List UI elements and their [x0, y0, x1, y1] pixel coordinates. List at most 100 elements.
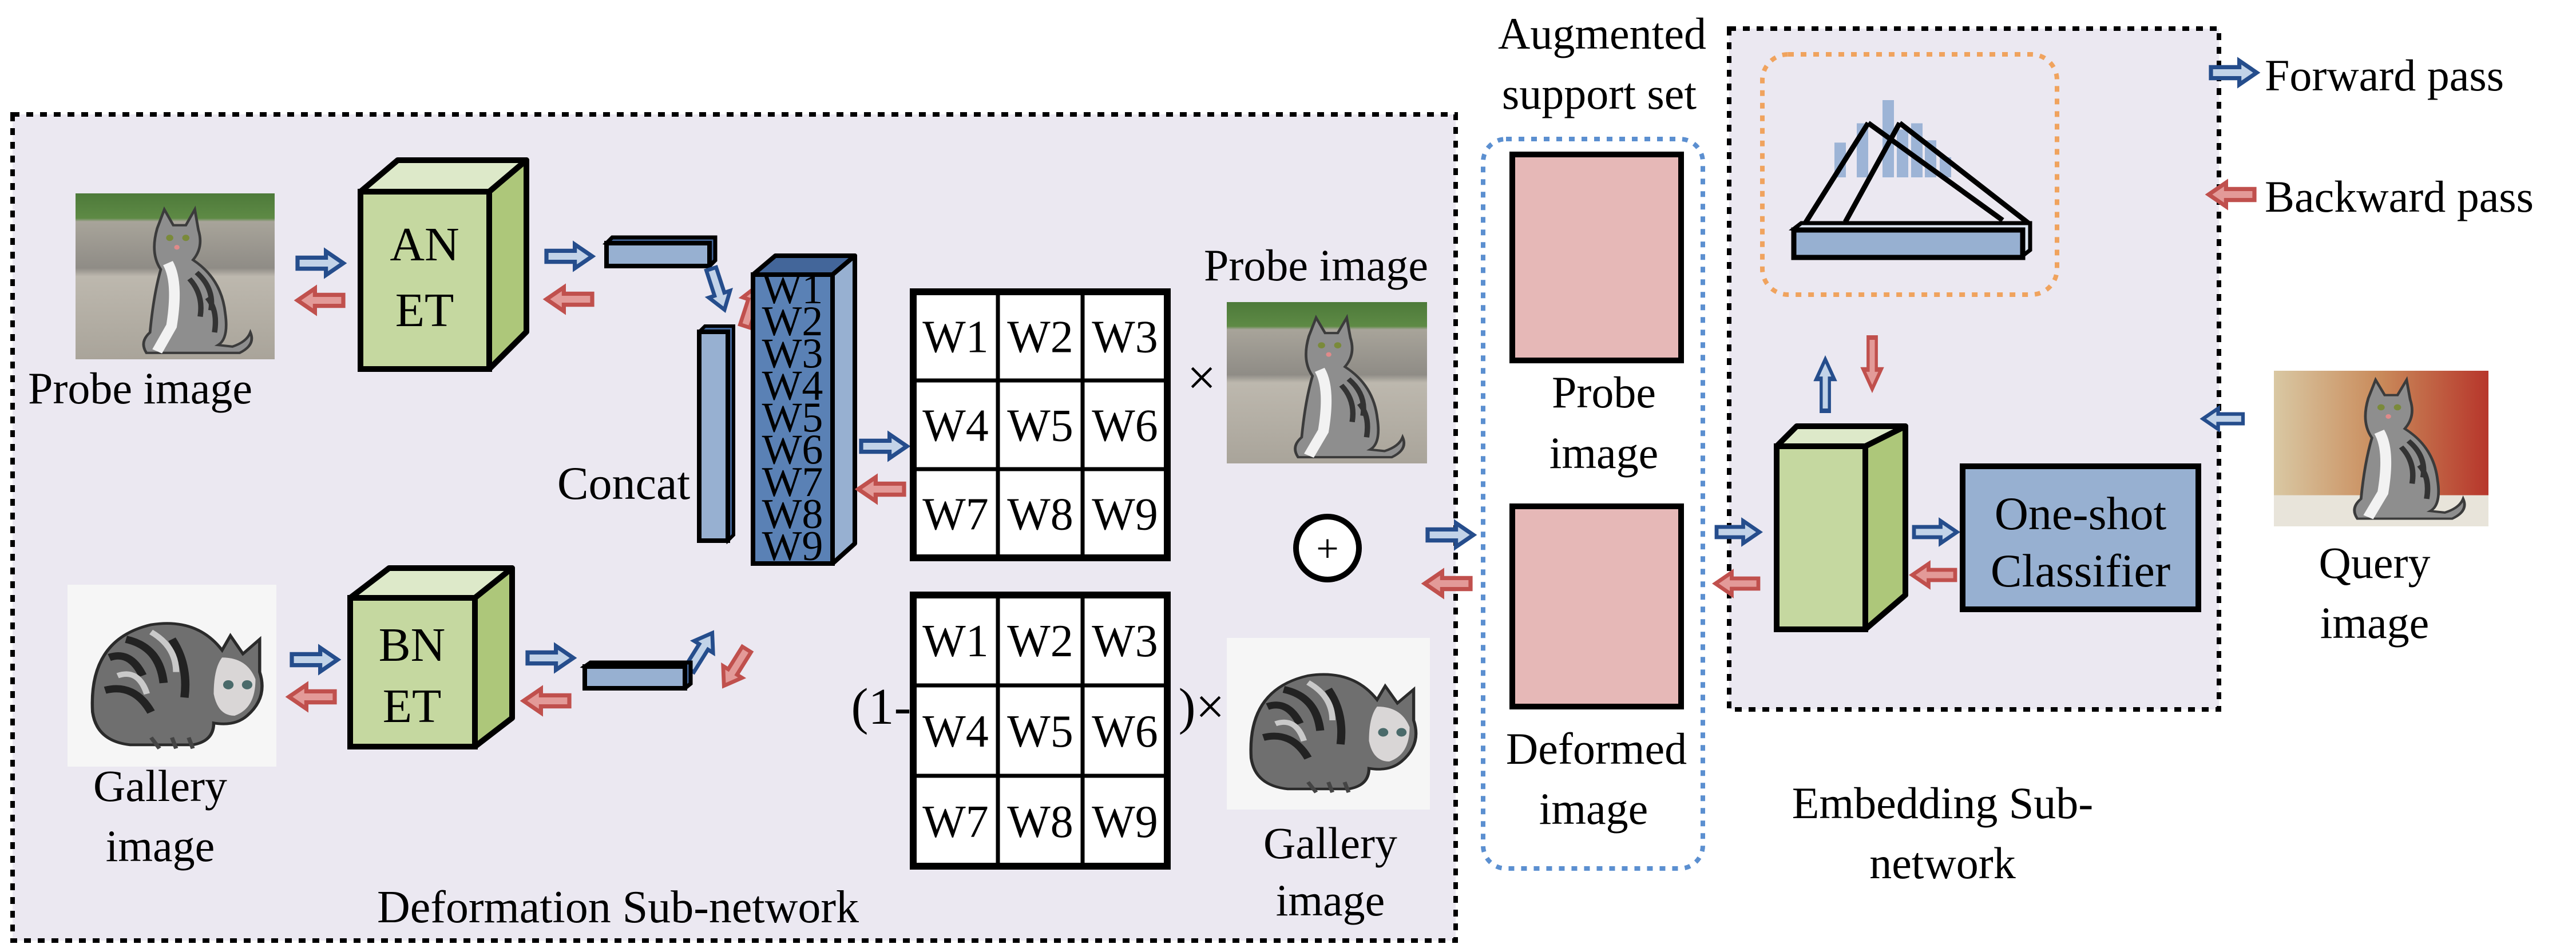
- weight-grid-cell: W3: [1080, 289, 1170, 383]
- svg-text:W5: W5: [1007, 707, 1073, 757]
- anet-cube: AN ET: [358, 157, 529, 372]
- svg-text:W9: W9: [1092, 490, 1158, 540]
- support-deformed-image-block: [1509, 503, 1684, 709]
- weight-column-label: W7: [762, 459, 823, 506]
- support-probe-image-block: [1509, 152, 1684, 363]
- weight-grid-cell: W6: [1080, 683, 1170, 778]
- svg-text:W7: W7: [922, 490, 989, 540]
- weight-grid-cell: W9: [1080, 467, 1170, 560]
- sum-operator: +: [1293, 514, 1362, 582]
- weight-grid-cell: W6: [1080, 378, 1170, 471]
- weight-grid-cell: W8: [996, 774, 1085, 868]
- svg-text:W3: W3: [1092, 312, 1158, 363]
- support-probe-label-line2: image: [1549, 428, 1659, 478]
- svg-text:W5: W5: [1007, 401, 1073, 451]
- weight-column-label: W8: [762, 491, 823, 538]
- weight-grid-cell: W4: [911, 683, 1000, 778]
- svg-text:W1: W1: [922, 616, 989, 667]
- gallery-image-right-label-line2: image: [1276, 875, 1385, 925]
- weight-grid-cell: W2: [996, 593, 1085, 688]
- query-image-label-line2: image: [2320, 598, 2430, 648]
- probe-image-left: [76, 193, 275, 359]
- concat-label: Concat: [557, 457, 690, 509]
- backward-arrow-icon: [721, 644, 754, 689]
- gallery-feature-vector: [580, 660, 693, 691]
- svg-text:W4: W4: [922, 707, 989, 757]
- svg-text:W6: W6: [1092, 707, 1158, 757]
- gallery-image-right: [1227, 638, 1430, 810]
- weight-grid-cell: W9: [1080, 774, 1170, 868]
- concat-vector: [697, 324, 735, 545]
- one-minus-label: (1-: [851, 679, 911, 735]
- classifier-label-line2: Classifier: [1991, 545, 2170, 597]
- attention-module-box: [1760, 52, 2059, 297]
- embedding-feature-vector: [1789, 221, 2032, 260]
- support-deformed-label-line1: Deformed: [1506, 724, 1687, 774]
- weight-column-label: W3: [762, 330, 823, 377]
- classifier-label-line1: One-shot: [1995, 487, 2167, 540]
- svg-text:W6: W6: [1092, 401, 1158, 451]
- anet-label-line2: ET: [395, 284, 454, 337]
- embedding-cnn-cube: [1774, 423, 1908, 632]
- weight-grid-cell: W3: [1080, 593, 1170, 688]
- weight-grid-cell: W2: [996, 289, 1085, 383]
- query-image-label-line1: Query: [2319, 538, 2431, 588]
- multiply-symbol: ×: [1187, 350, 1216, 406]
- backward-arrow-icon: [1860, 335, 1884, 394]
- bnet-label-line2: ET: [383, 680, 442, 733]
- svg-text:W2: W2: [1007, 312, 1073, 363]
- svg-text:W2: W2: [1007, 616, 1073, 667]
- support-set-title-line2: support set: [1502, 69, 1697, 118]
- legend: Forward pass Backward pass: [2209, 50, 2534, 221]
- bnet-cube: BN ET: [347, 565, 515, 749]
- plus-icon: +: [1316, 527, 1338, 571]
- svg-text:W8: W8: [1007, 490, 1073, 540]
- svg-text:W8: W8: [1007, 797, 1073, 847]
- weight-grid-cell: W5: [996, 683, 1085, 778]
- legend-backward-label: Backward pass: [2265, 172, 2534, 221]
- bnet-label-line1: BN: [379, 618, 446, 672]
- gallery-image-right-label-line1: Gallery: [1263, 818, 1397, 868]
- query-input-arrow-icon: [2199, 404, 2245, 433]
- weight-column-label: W4: [762, 362, 823, 409]
- weight-column-label: W9: [762, 523, 823, 570]
- weight-grid-border: [910, 592, 1171, 870]
- gallery-image-left-label-line1: Gallery: [93, 761, 227, 811]
- pooling-lines: [1803, 121, 2030, 225]
- weight-column-label: W2: [762, 298, 823, 345]
- weight-grid-cell: W7: [911, 467, 1000, 560]
- histogram-bar: [1897, 129, 1908, 177]
- weight-grid-border: [910, 288, 1171, 561]
- support-set-title-line1: Augmented: [1498, 9, 1706, 58]
- gallery-image-left: [68, 585, 276, 767]
- weight-grid-cell: W1: [911, 289, 1000, 383]
- svg-text:W3: W3: [1092, 616, 1158, 667]
- probe-image-left-label: Probe image: [28, 363, 252, 413]
- probe-image-right: [1227, 302, 1427, 463]
- gallery-image-left-label-line2: image: [106, 821, 215, 871]
- svg-text:W1: W1: [922, 312, 989, 363]
- deformation-subnetwork-title: Deformation Sub-network: [377, 882, 859, 933]
- support-deformed-label-line2: image: [1539, 784, 1648, 834]
- probe-image-right-label: Probe image: [1204, 240, 1428, 290]
- weight-grid-cell: W1: [911, 593, 1000, 688]
- weight-column-label: W5: [762, 395, 823, 442]
- weight-grid-cell: W7: [911, 774, 1000, 868]
- one-shot-classifier-block: One-shot Classifier: [1960, 463, 2201, 612]
- svg-text:W4: W4: [922, 401, 989, 451]
- probe-feature-vector: [603, 235, 718, 268]
- anet-label-line1: AN: [390, 218, 459, 271]
- weight-grid-cell: W8: [996, 467, 1085, 560]
- query-image: [2274, 371, 2488, 526]
- embedding-subnetwork-title-line1: Embedding Sub-: [1792, 778, 2093, 828]
- embedding-subnetwork-title-line2: network: [1869, 838, 2016, 888]
- weight-column-label: W1: [762, 266, 823, 313]
- weight-grid-cell: W5: [996, 378, 1085, 471]
- weight-grid-cell: W4: [911, 378, 1000, 471]
- legend-forward-label: Forward pass: [2265, 50, 2504, 100]
- svg-text:W7: W7: [922, 797, 989, 847]
- svg-text:W9: W9: [1092, 797, 1158, 847]
